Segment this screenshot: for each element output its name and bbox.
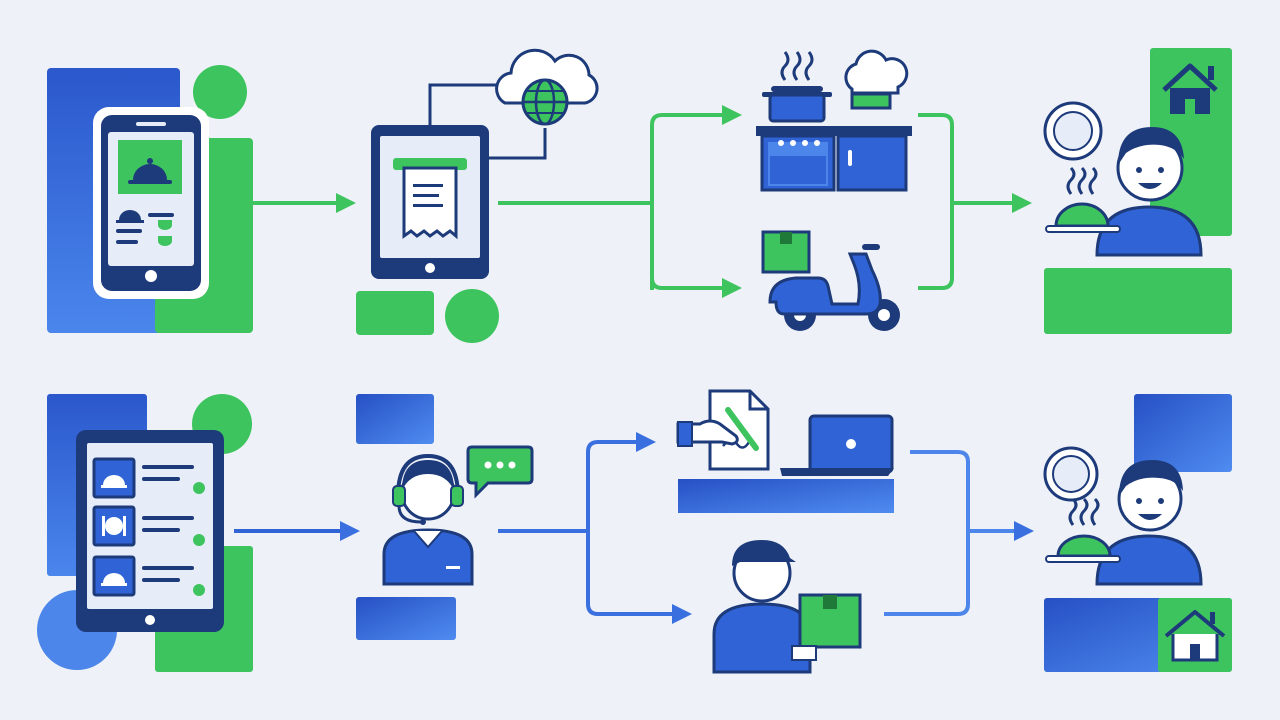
plate-icon xyxy=(1043,101,1103,161)
menu-row-1 xyxy=(92,457,205,499)
courier-icon xyxy=(712,540,812,674)
chat-bubble-icon xyxy=(466,445,534,499)
stage-customer-at-home xyxy=(1043,394,1232,672)
package-icon xyxy=(761,230,811,274)
connector-line xyxy=(428,83,500,125)
merge-connector xyxy=(884,450,1034,616)
smiling-person-icon xyxy=(1095,460,1203,586)
package-icon xyxy=(791,593,862,661)
background-block xyxy=(1044,268,1232,334)
stage-call-center-agent xyxy=(356,394,534,640)
split-connector xyxy=(498,105,742,298)
document-pen-icon xyxy=(676,389,770,471)
stove-counter-icon xyxy=(756,126,912,192)
smartphone-icon xyxy=(93,107,209,299)
background-block xyxy=(356,394,434,444)
receipt-icon xyxy=(393,158,467,240)
background-block xyxy=(356,291,434,335)
cooking-pot-icon xyxy=(762,51,832,123)
stage-courier-handoff xyxy=(712,540,862,674)
stage-order-signing-laptop xyxy=(676,389,894,513)
split-connector xyxy=(498,432,692,624)
stage-scooter-delivery xyxy=(761,230,900,331)
desk-surface xyxy=(678,479,894,513)
globe-icon xyxy=(521,78,569,126)
stage-tablet-menu-order xyxy=(37,394,253,672)
plate-icon xyxy=(1043,446,1099,502)
cutlery-icon xyxy=(102,516,105,536)
serving-dish-icon xyxy=(1045,166,1121,233)
scooter-icon xyxy=(768,244,900,331)
headset-agent-icon xyxy=(382,453,474,586)
stage-customer-at-home xyxy=(1043,48,1232,334)
food-cloche-icon xyxy=(118,140,182,194)
background-block xyxy=(1134,394,1232,472)
stage-mobile-app-order xyxy=(47,65,253,333)
menu-list-icon xyxy=(116,210,174,246)
menu-row-3 xyxy=(92,555,205,597)
laptop-icon xyxy=(780,414,894,476)
serving-dish-icon xyxy=(1045,497,1121,563)
smiling-person-icon xyxy=(1095,127,1203,257)
home-icon xyxy=(1162,63,1218,114)
connector-line xyxy=(489,128,547,160)
background-circle xyxy=(445,289,499,343)
home-icon xyxy=(1164,610,1226,662)
merge-connector xyxy=(918,113,1032,290)
stage-tablet-receipt-cloud xyxy=(356,48,599,343)
stage-kitchen-preparation xyxy=(756,49,912,192)
background-circle xyxy=(193,65,247,119)
cloud-icon xyxy=(495,48,599,105)
chef-hat-icon xyxy=(844,49,909,110)
background-block xyxy=(356,597,456,640)
menu-row-2 xyxy=(92,505,205,547)
